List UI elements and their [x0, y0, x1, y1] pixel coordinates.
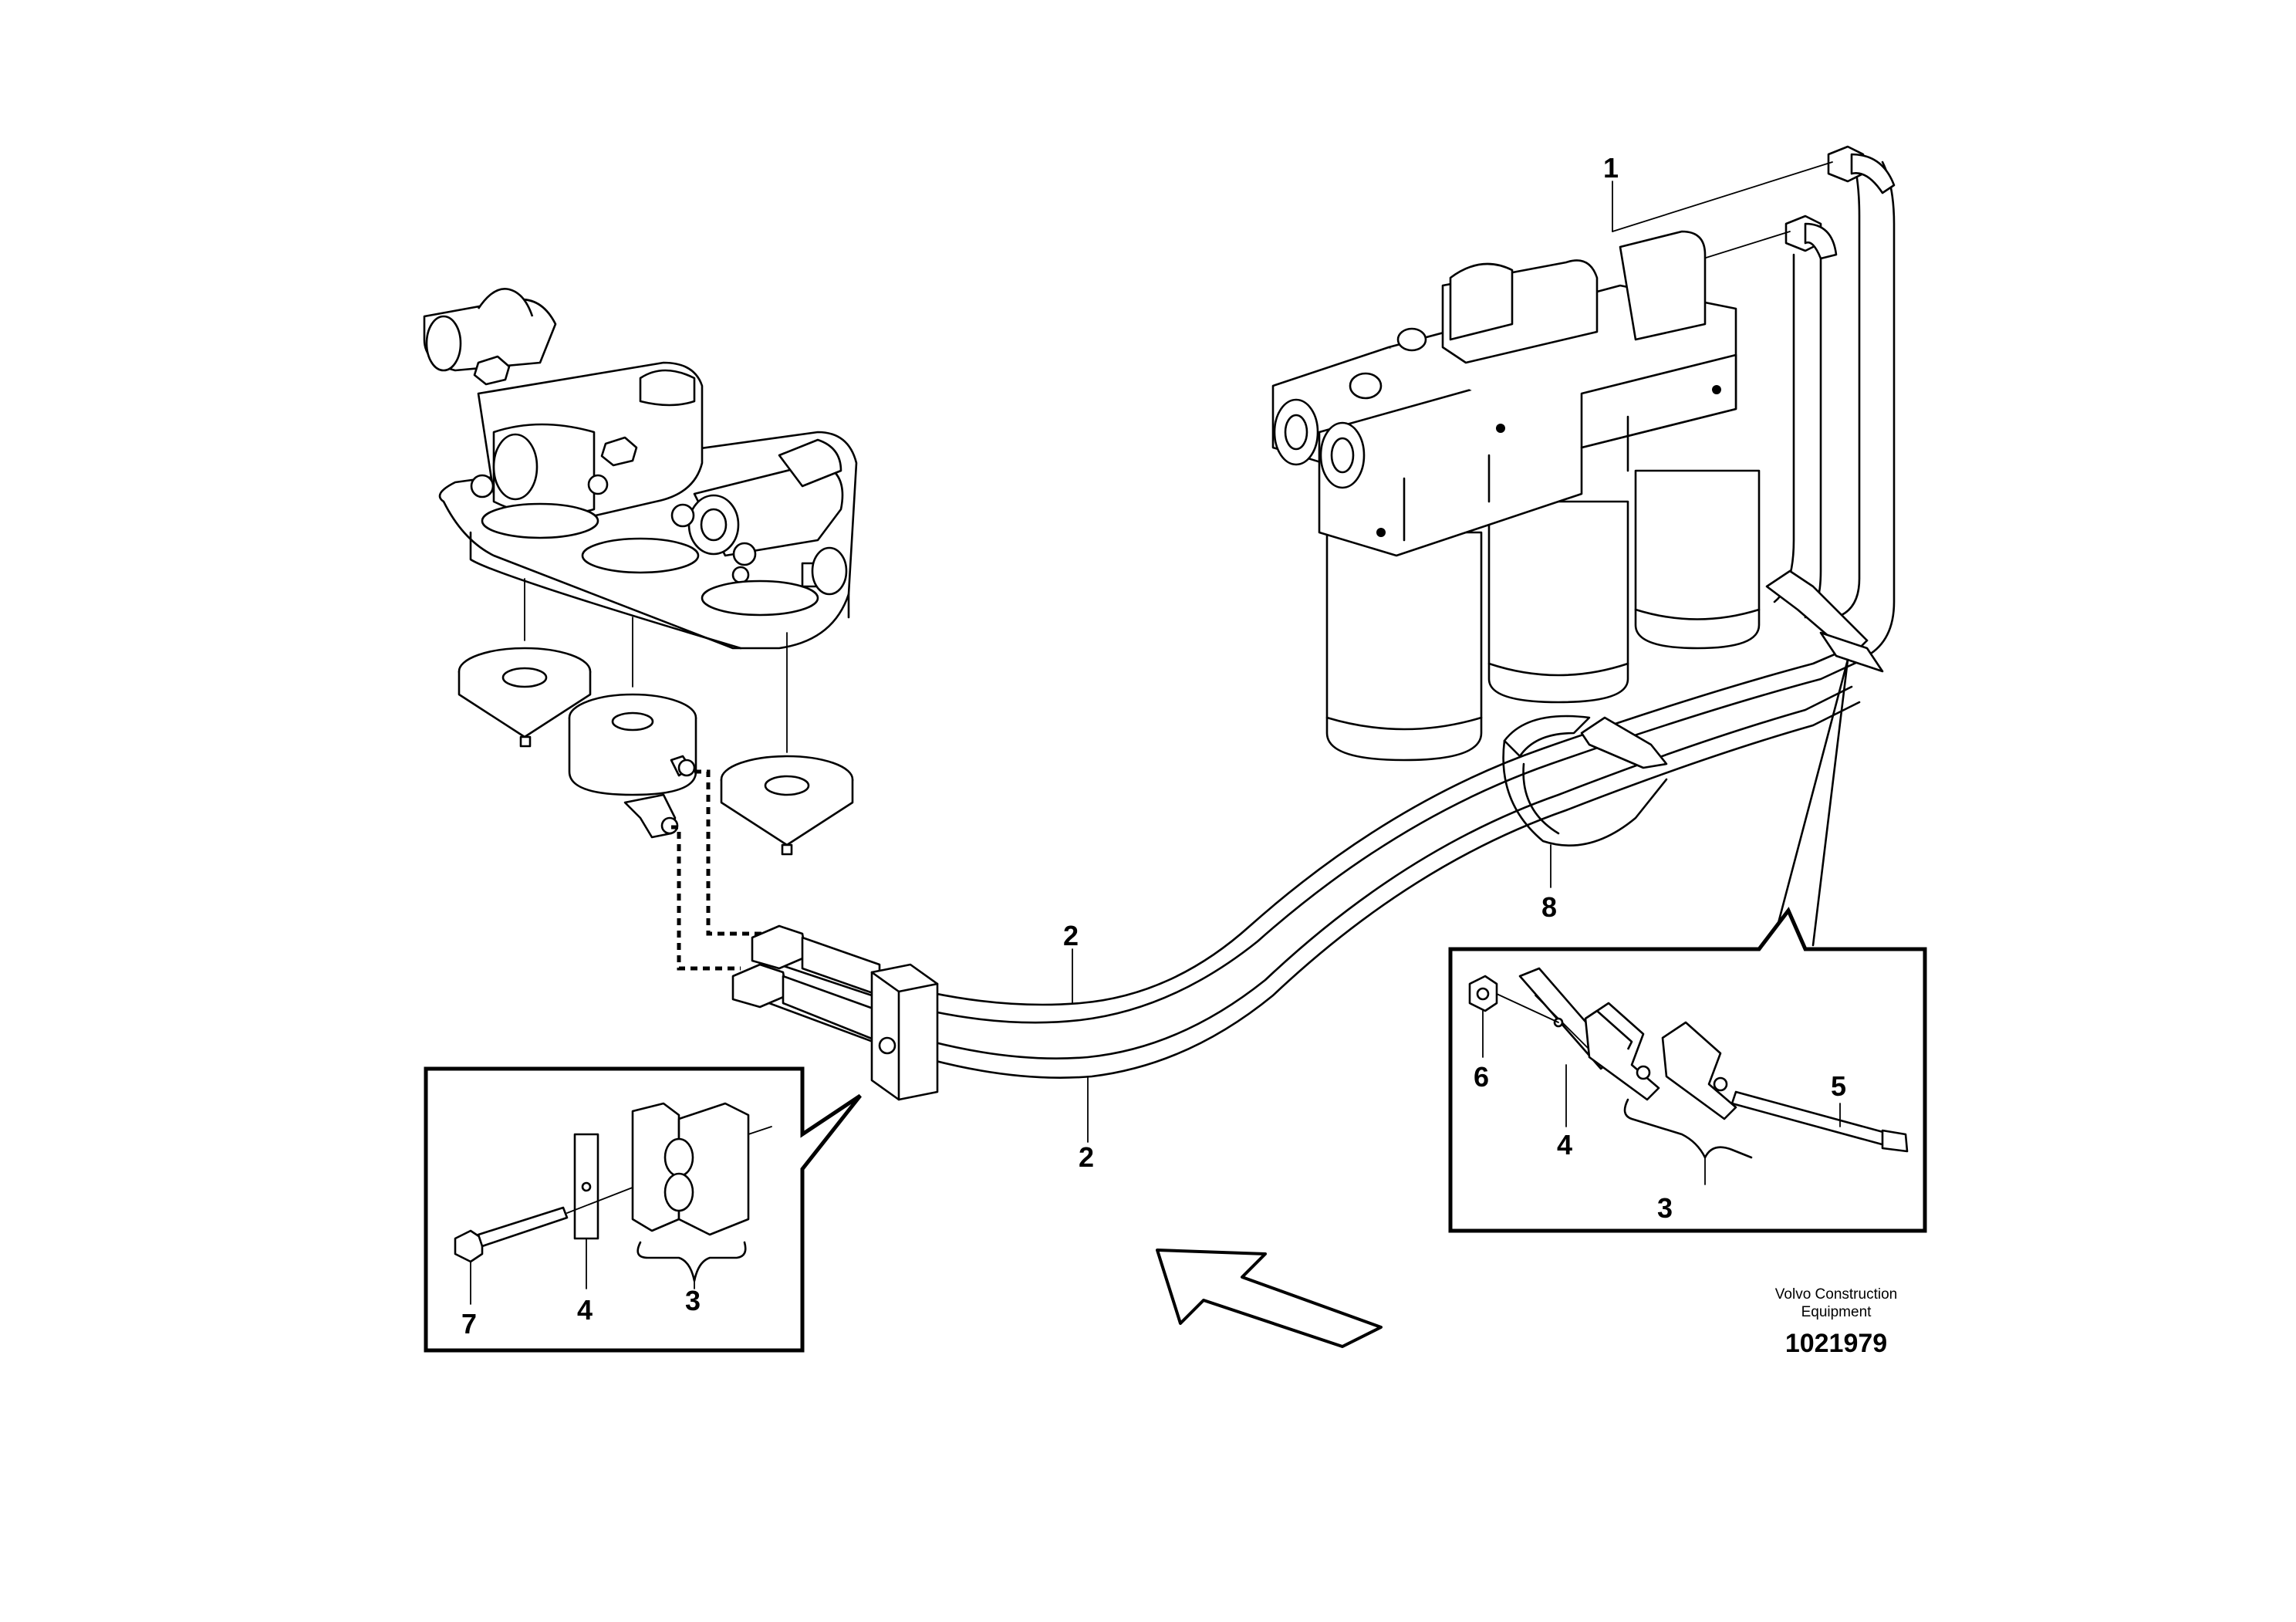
- direction-arrow: [1156, 1249, 1383, 1348]
- vertical-pipes: [1612, 145, 1896, 657]
- callout-6: 6: [1474, 1061, 1489, 1093]
- callout-3-left: 3: [685, 1285, 701, 1316]
- callout-8: 8: [1541, 891, 1557, 923]
- callout-7: 7: [461, 1308, 477, 1340]
- detail-box-right: [1448, 907, 1927, 1233]
- detail-box-left: [424, 1066, 862, 1353]
- callout-4-right: 4: [1557, 1129, 1572, 1161]
- hose-assembly: [731, 639, 1872, 1101]
- callout-1: 1: [1603, 152, 1619, 184]
- callout-2-lower: 2: [1079, 1141, 1094, 1173]
- detail-pointer: [1773, 658, 1849, 939]
- maker-name-line2: Equipment: [1801, 1304, 1872, 1320]
- filter-head-assembly: [423, 288, 858, 650]
- maker-name-line1: Volvo Construction: [1775, 1286, 1897, 1303]
- leader-lines: [1072, 181, 1613, 1143]
- callout-2-upper: 2: [1063, 920, 1079, 951]
- callout-3-right: 3: [1657, 1192, 1673, 1224]
- callout-5: 5: [1831, 1070, 1846, 1102]
- routing-line: [671, 825, 741, 971]
- hose-clamp-block: [870, 963, 939, 1101]
- callout-4-left: 4: [577, 1294, 593, 1326]
- strap-clamp: [1502, 569, 1884, 846]
- filter-bowl: [458, 647, 592, 748]
- detail-pointer: [1811, 658, 1849, 947]
- drawing-number: 1021979: [1785, 1329, 1887, 1358]
- routing-line: [694, 769, 764, 936]
- filter-housing: [568, 693, 697, 796]
- filter-bowl: [720, 755, 854, 856]
- filter-unit: [1271, 230, 1761, 762]
